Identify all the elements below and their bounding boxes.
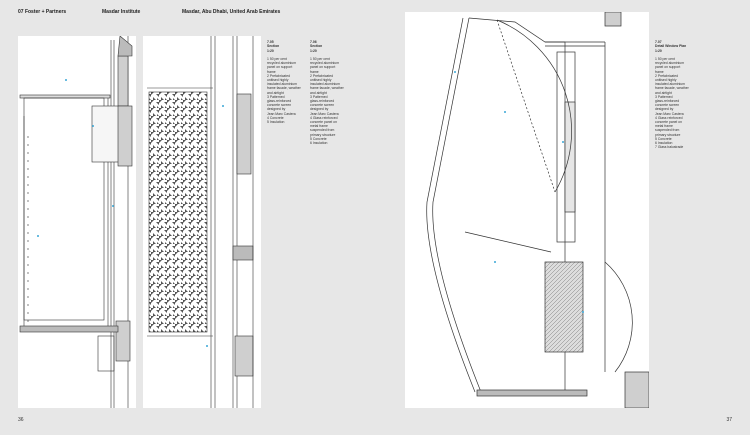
- caption-7-05-title: 7.05 Section 1:20: [267, 40, 280, 53]
- section-drawing-1-svg: [19, 36, 133, 408]
- caption-7-07: 7.07 Detail Window Plan 1:20 1 50 per ce…: [655, 36, 715, 149]
- page-number-left: 36: [18, 417, 24, 423]
- caption-7-07-body: 1 50 per cent recycled aluminium panel o…: [655, 57, 689, 150]
- section-title: 07 Foster + Partners: [18, 9, 67, 15]
- section-drawing-2: [143, 36, 261, 408]
- project-title: Masdar Institute: [102, 9, 141, 15]
- location-title: Masdar, Abu Dhabi, United Arab Emirates: [182, 9, 281, 15]
- section-drawing-1: [18, 36, 136, 408]
- caption-7-06-body: 1 50 per cent recycled aluminium panel o…: [310, 57, 344, 146]
- page-number-right: 37: [726, 417, 732, 423]
- caption-7-06-title: 7.06 Section 1:20: [310, 40, 323, 53]
- caption-7-05-body: 1 50 per cent recycled aluminium panel o…: [267, 57, 301, 125]
- caption-7-05: 7.05 Section 1:20 1 50 per cent recycled…: [267, 36, 311, 124]
- section-drawing-2-svg: [147, 36, 254, 408]
- caption-7-06: 7.06 Section 1:20 1 50 per cent recycled…: [310, 36, 354, 145]
- window-plan-drawing-svg: [426, 12, 649, 408]
- caption-7-07-title: 7.07 Detail Window Plan 1:20: [655, 40, 687, 53]
- window-plan-drawing: [405, 12, 649, 408]
